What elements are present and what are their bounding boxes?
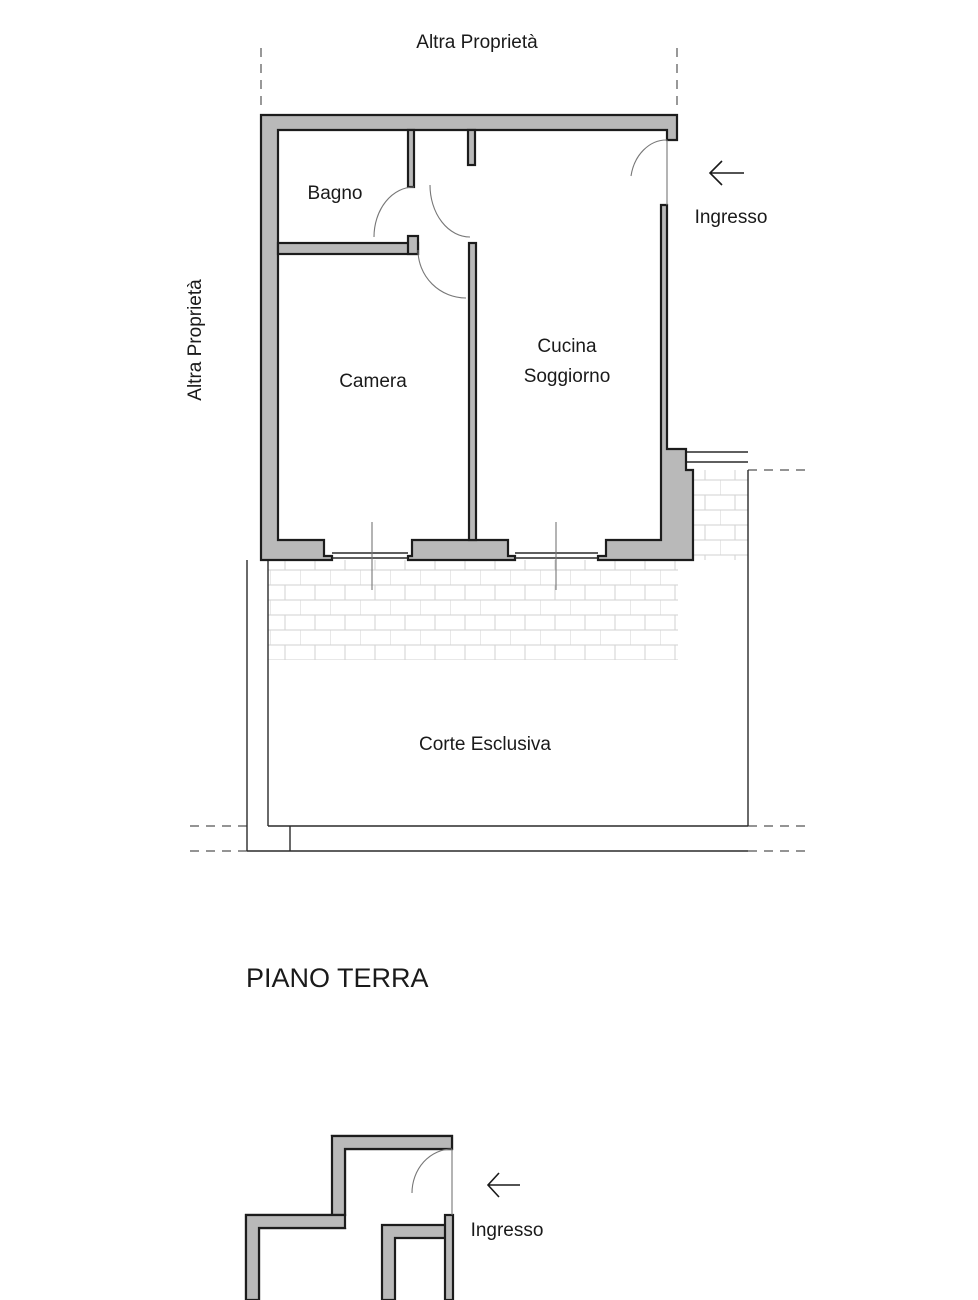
floor-title: PIANO TERRA <box>246 963 429 993</box>
external-walls <box>259 113 679 562</box>
entrance-label: Ingresso <box>695 207 768 228</box>
courtyard-outline <box>246 451 749 852</box>
room-label-corte: Corte Esclusiva <box>419 734 551 755</box>
internal-walls <box>276 128 478 542</box>
terrace-paving <box>268 560 678 660</box>
room-label-camera: Camera <box>339 371 407 392</box>
entrance-arrow-icon-2 <box>486 1172 520 1198</box>
room-label-cucina: Cucina <box>537 336 597 357</box>
top-neighbor-label: Altra Proprietà <box>416 32 538 53</box>
entrance-label-2: Ingresso <box>471 1220 544 1241</box>
wall-pier-middle <box>406 538 517 562</box>
room-label-bagno: Bagno <box>308 183 363 204</box>
entrance-jamb <box>596 203 695 562</box>
side-paving <box>686 470 748 560</box>
door-swings <box>373 139 668 299</box>
room-label-soggiorno: Soggiorno <box>524 366 611 387</box>
windows <box>332 522 598 590</box>
second-plan: Ingresso <box>244 1134 544 1300</box>
entrance-arrow-icon <box>708 160 744 186</box>
left-neighbor-label: Altra Proprietà <box>185 279 206 401</box>
property-boundaries <box>190 48 808 852</box>
